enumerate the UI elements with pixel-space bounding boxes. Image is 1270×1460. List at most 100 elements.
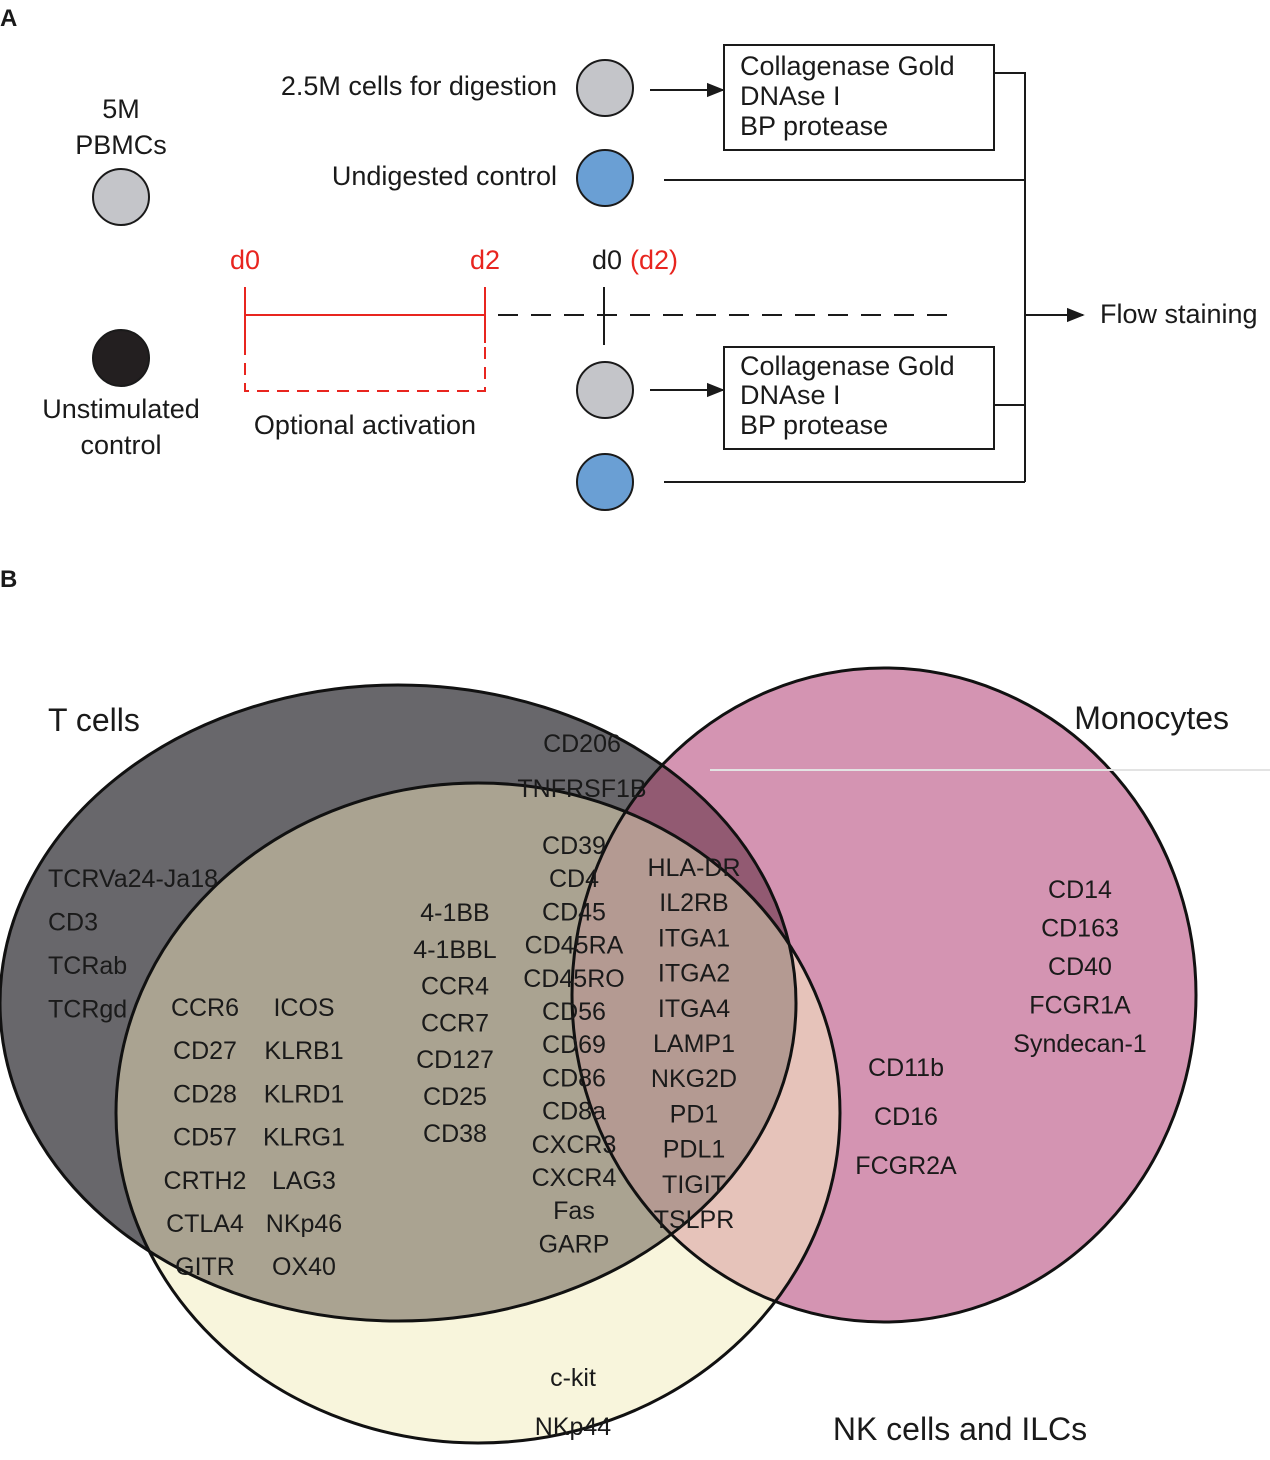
shared-marker: CD45RO (523, 965, 624, 993)
shared-marker: ITGA2 (658, 960, 730, 988)
shared-marker: CXCR4 (532, 1164, 617, 1192)
t-nk-marker: CD28 (173, 1080, 237, 1108)
t-nk-marker: OX40 (272, 1253, 336, 1281)
shared-marker: CD39 (542, 832, 606, 860)
merge-bracket (994, 72, 1026, 482)
timeline-d2-label: d2 (470, 245, 500, 275)
shared-marker: LAMP1 (653, 1030, 735, 1058)
activation-label: Optional activation (254, 410, 476, 440)
flow-staining-label: Flow staining (1100, 299, 1258, 329)
unstimulated-label-line2: control (80, 430, 161, 460)
undigested-label: Undigested control (332, 161, 557, 191)
digestion-cell (576, 59, 634, 117)
t-nk-marker: CCR6 (171, 994, 239, 1022)
shared-marker: 4-1BBL (413, 936, 496, 964)
t-nk-marker: CRTH2 (164, 1167, 247, 1195)
digestion-cell-activated (576, 361, 634, 419)
enzyme-top-1: Collagenase Gold (740, 51, 955, 81)
t-cells-title: T cells (48, 702, 140, 738)
undigested-cell (576, 149, 634, 207)
mid-d0-label: d0 (592, 245, 622, 275)
shared-marker: CD69 (542, 1031, 606, 1059)
shared-marker: CD25 (423, 1083, 487, 1111)
t-mono-marker: TNFRSF1B (517, 775, 646, 803)
enzyme-top-2: DNAse I (740, 81, 841, 111)
t-nk-marker: GITR (175, 1253, 235, 1281)
nk-only-marker: NKp44 (535, 1413, 612, 1441)
shared-marker: Fas (553, 1197, 595, 1225)
pbmc-cell (92, 168, 150, 226)
t-only-marker: TCRgd (48, 996, 127, 1024)
shared-marker: CD86 (542, 1064, 606, 1092)
enzyme-bottom-3: BP protease (740, 410, 888, 440)
monocyte-marker: CD163 (1041, 915, 1119, 943)
venn-diagram (0, 666, 1270, 1445)
t-nk-marker: KLRG1 (263, 1124, 345, 1152)
t-nk-marker: LAG3 (272, 1167, 336, 1195)
shared-marker: PDL1 (663, 1136, 726, 1164)
pbmc-label: PBMCs (75, 130, 167, 160)
shared-marker: CD45 (542, 898, 606, 926)
timeline-d0-label: d0 (230, 245, 260, 275)
shared-marker: CCR4 (421, 973, 489, 1001)
shared-marker: CD127 (416, 1046, 494, 1074)
shared-marker: CD45RA (525, 932, 624, 960)
t-nk-marker: CD57 (173, 1124, 237, 1152)
t-only-marker: CD3 (48, 909, 98, 937)
nk-only-marker: c-kit (550, 1364, 596, 1392)
enzyme-box-top (723, 44, 995, 151)
t-nk-marker: CD27 (173, 1037, 237, 1065)
t-nk-marker: ICOS (273, 994, 334, 1022)
shared-marker: CXCR3 (532, 1131, 617, 1159)
shared-marker: HLA-DR (647, 854, 740, 882)
shared-marker: CD38 (423, 1120, 487, 1148)
monocyte-marker: CD40 (1048, 953, 1112, 981)
enzyme-box-bottom (723, 346, 995, 450)
t-mono-marker: CD206 (543, 730, 621, 758)
panel-a-letter: A (0, 5, 17, 32)
shared-marker: 4-1BB (420, 899, 489, 927)
mono-nk-marker: CD16 (874, 1103, 938, 1131)
shared-marker: NKG2D (651, 1065, 737, 1093)
mono-nk-marker: FCGR2A (855, 1152, 957, 1180)
t-nk-marker: CTLA4 (166, 1210, 244, 1238)
shared-marker: GARP (539, 1230, 610, 1258)
t-only-marker: TCRVa24-Ja18 (48, 865, 218, 893)
panel-a: A 5M PBMCs Unstimulated control 2.5M cel… (0, 5, 1258, 511)
shared-marker: ITGA4 (658, 995, 730, 1023)
mid-d2-label: (d2) (630, 245, 678, 275)
monocyte-marker: FCGR1A (1029, 992, 1131, 1020)
shared-marker: CD56 (542, 998, 606, 1026)
shared-marker: PD1 (670, 1100, 719, 1128)
t-only-marker: TCRab (48, 952, 127, 980)
digestion-label: 2.5M cells for digestion (281, 71, 557, 101)
shared-marker: TSLPR (654, 1206, 735, 1234)
activation-bracket (244, 343, 486, 392)
monocyte-set-outline (570, 666, 1198, 1324)
shared-marker: ITGA1 (658, 924, 730, 952)
monocyte-marker: Syndecan-1 (1013, 1030, 1146, 1058)
enzyme-bottom-2: DNAse I (740, 380, 841, 410)
shared-marker: CD8a (542, 1098, 606, 1126)
nk-cells-title: NK cells and ILCs (833, 1411, 1087, 1447)
enzyme-top-3: BP protease (740, 111, 888, 141)
t-cell-set-outline (0, 683, 798, 1323)
pbmc-count-label: 5M (102, 94, 140, 124)
unstimulated-cell (92, 329, 150, 387)
t-nk-marker: KLRD1 (264, 1080, 345, 1108)
t-nk-marker: KLRB1 (264, 1037, 343, 1065)
shared-marker: CD4 (549, 865, 599, 893)
enzyme-bottom-1: Collagenase Gold (740, 351, 955, 381)
mono-nk-marker: CD11b (868, 1054, 944, 1082)
panel-b-letter: B (0, 566, 17, 593)
t-nk-marker: NKp46 (266, 1210, 342, 1238)
panel-b: B T cells Monocytes NK cells and ILCs (0, 566, 1270, 1447)
shared-marker: TIGIT (662, 1171, 726, 1199)
monocytes-title: Monocytes (1074, 700, 1229, 736)
unstimulated-label-line1: Unstimulated (42, 394, 200, 424)
nk-set-outline (114, 781, 842, 1445)
shared-marker: CCR7 (421, 1009, 489, 1037)
